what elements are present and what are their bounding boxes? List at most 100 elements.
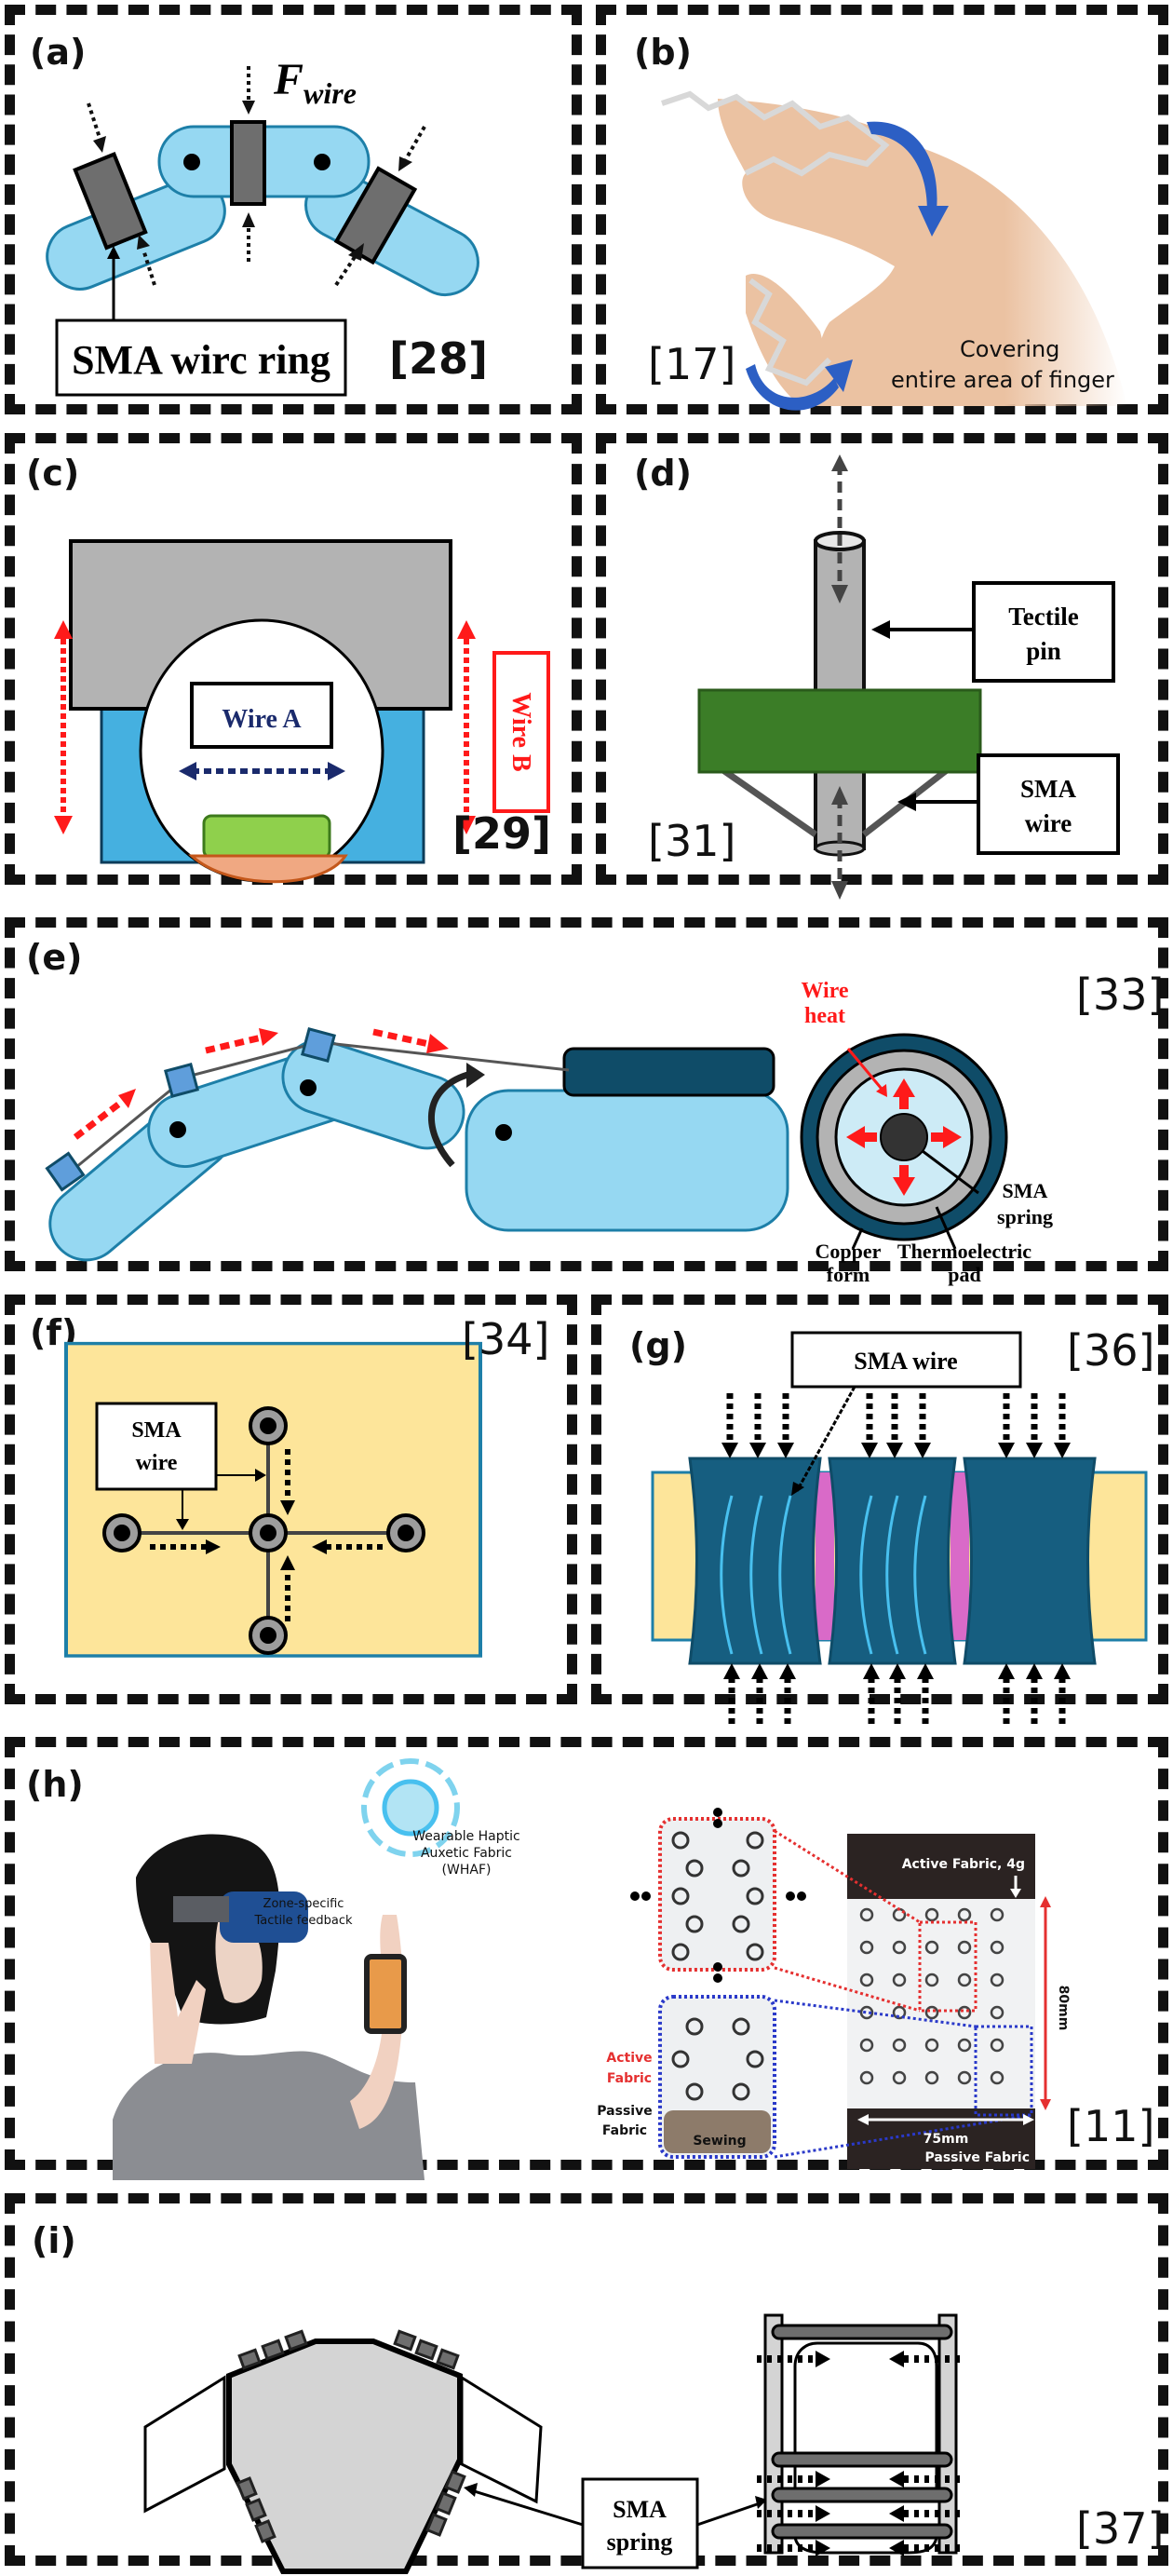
finger-ring-diagram: SMA wirc ring Fwire (46, 55, 479, 397)
joint-dot (183, 154, 200, 170)
arrowhead (280, 1555, 295, 1570)
arrowhead (917, 1663, 934, 1679)
callout-text: pin (1026, 637, 1061, 665)
arrowhead (889, 1663, 906, 1679)
force-arrowhead (348, 243, 364, 261)
annotation-text: SMA (1003, 1179, 1048, 1202)
tactile-pin-diagram: Tectile pin SMA wire (697, 454, 1120, 900)
force-arrowhead (93, 136, 106, 153)
reference-number: [37] (1076, 2503, 1165, 2554)
arrowhead (1026, 1443, 1043, 1458)
caption-line-2: entire area of finger (891, 367, 1114, 393)
arrowhead (816, 2351, 830, 2367)
arrowhead (721, 1443, 738, 1458)
wire-anchor (301, 1027, 336, 1063)
band-compression-diagram: SMA wire (651, 1331, 1148, 1724)
caption-line-1: Covering (960, 336, 1060, 362)
arrowhead (831, 786, 848, 805)
fabric-base (64, 1341, 482, 1658)
arrowhead (889, 2505, 904, 2522)
headset-strap (173, 1896, 229, 1922)
callout-text: Tectile (1008, 603, 1078, 630)
elastic-band (951, 1472, 969, 1640)
sma-ring (230, 120, 266, 206)
annotation-text: form (827, 1263, 870, 1286)
panel-h: (h) Wearable Haptic Auxetic Fabric (WHAF… (5, 1737, 1168, 2180)
whaf-sleeve (364, 1954, 407, 2034)
finger-segment (281, 1038, 465, 1150)
reference-number: [11] (1067, 2101, 1155, 2151)
wire-a-label: Wire A (222, 705, 302, 734)
rotation-arrow-icon (428, 1070, 472, 1168)
sma-spring-unit (436, 2348, 460, 2370)
arrowhead (1054, 1663, 1071, 1679)
callout-box-pin (972, 581, 1115, 683)
arrowhead (876, 1084, 887, 1097)
annotation-text: Passive (597, 2104, 652, 2119)
arrowhead (998, 1663, 1015, 1679)
spring-bar (771, 2523, 953, 2540)
active-fabric-header (847, 1834, 1035, 1899)
sma-spring-unit (444, 2470, 466, 2494)
sma-spring-unit (425, 2513, 448, 2537)
arrowhead (831, 454, 848, 471)
wire-anchor (45, 1151, 86, 1192)
arrowhead (897, 793, 916, 811)
arrowhead (259, 1028, 278, 1046)
reference-number: [29] (452, 808, 552, 859)
spring-bar (771, 2451, 953, 2468)
force-arrowhead (242, 212, 255, 227)
arrowhead (328, 762, 345, 780)
arrowhead (831, 585, 848, 603)
hand-photo (661, 90, 1127, 411)
tendon-finger-diagram: Wire heat SMA spring Thermoelectric pad … (45, 979, 1053, 1286)
panel-label: (e) (26, 937, 83, 978)
joint-dot (169, 1121, 186, 1138)
sma-spring-unit (236, 2476, 258, 2501)
wire-mechanism-diagram: Wire A Wire B (54, 539, 550, 884)
force-arrowhead (137, 235, 150, 250)
arrowhead (861, 1443, 878, 1458)
arrowhead (889, 2471, 904, 2488)
arrowhead (723, 1663, 740, 1679)
panel-label: (d) (634, 453, 692, 494)
arrowhead (886, 1443, 903, 1458)
sma-spring (880, 1113, 928, 1161)
arrowhead (918, 206, 949, 237)
palm-block (465, 1089, 789, 1232)
arrowhead (871, 620, 890, 639)
sma-wire-cross-diagram: SMA wire (64, 1341, 482, 1658)
hologram-ring (361, 1758, 460, 1857)
annotation-text: Tactile feedback (253, 1914, 353, 1928)
wrap-segment (963, 1457, 1097, 1665)
panel-label: (g) (629, 1325, 687, 1366)
heat-arrow (893, 1078, 915, 1109)
annotation-text: Wearable Haptic (412, 1829, 519, 1844)
annotation-text: 80mm (1056, 1986, 1071, 2031)
spring-bar (771, 2324, 953, 2340)
annotation-text: Fabric (602, 2123, 647, 2138)
annotation-text: Passive Fabric (924, 2150, 1030, 2165)
sma-ring (73, 152, 148, 251)
sma-spring-wearable-diagram: SMA spring (143, 2313, 964, 2574)
wire-anchor (164, 1063, 199, 1098)
wire-a-box (190, 682, 333, 749)
reference-number: [31] (648, 816, 736, 866)
whaf-illustration: Wearable Haptic Auxetic Fabric (WHAF) Zo… (113, 1758, 1071, 2180)
panel-f: (f) SMA wire [34] (5, 1295, 577, 1704)
annotation-text: Copper (816, 1240, 882, 1263)
arrowhead (779, 1663, 796, 1679)
callout-text: spring (607, 2529, 673, 2556)
arrowhead (889, 2540, 904, 2556)
panel-e: (e) (5, 917, 1168, 1286)
arrowhead (825, 359, 853, 392)
force-label: Fwire (273, 55, 357, 110)
annotation-text: 75mm (924, 2132, 969, 2147)
callout-text: SMA (613, 2496, 667, 2523)
panel-g: (g) (591, 1295, 1168, 1724)
arrowhead (816, 2540, 830, 2556)
annotation-text: Active (606, 2051, 652, 2066)
annotation-text: Fabric (607, 2071, 652, 2086)
rotation-arrow-icon (746, 364, 839, 411)
panel-label: (b) (634, 32, 692, 73)
